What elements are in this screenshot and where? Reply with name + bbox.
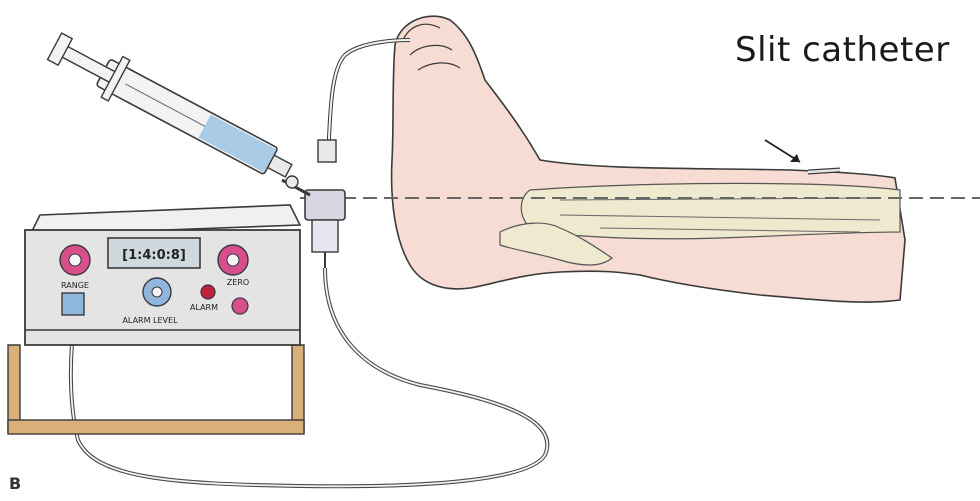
- tibia-bone: [521, 183, 900, 238]
- display-readout: [1:4:0:8]: [122, 248, 186, 263]
- alarm-light: [201, 285, 215, 299]
- range-label: RANGE: [61, 281, 89, 290]
- zero-label: ZERO: [227, 278, 249, 287]
- alarm-button: [232, 298, 248, 314]
- alarm-level-label: ALARM LEVEL: [122, 316, 178, 325]
- panel-letter: B: [9, 474, 21, 493]
- slit-catheter-tip: [765, 140, 840, 172]
- figure-title: Slit catheter: [735, 30, 950, 70]
- syringe: [44, 26, 300, 191]
- cable-connector: [62, 293, 84, 315]
- pressure-monitor: [1:4:0:8] RANGE ZERO ALARM ALARM LEVEL: [8, 205, 304, 434]
- alarm-label: ALARM: [190, 303, 218, 312]
